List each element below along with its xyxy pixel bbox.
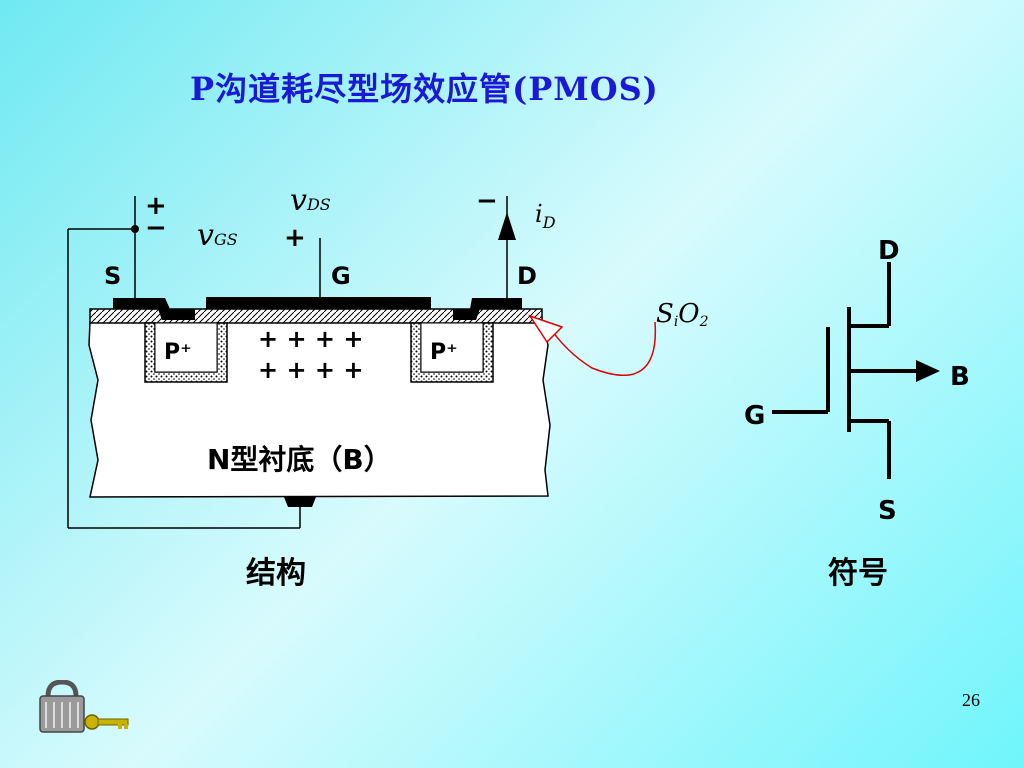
substrate-label: N型衬底（B） bbox=[207, 443, 392, 476]
drain-label: D bbox=[517, 262, 537, 290]
vds-minus-sign: − bbox=[476, 186, 498, 216]
nav-icon[interactable] bbox=[34, 679, 134, 736]
padlock-icon bbox=[39, 679, 85, 733]
vds-label: vDS bbox=[290, 183, 331, 218]
page-number: 26 bbox=[962, 690, 980, 710]
ions-row-1: + + + + bbox=[258, 325, 364, 353]
vds-plus-sign: + bbox=[284, 223, 306, 253]
symbol-caption: 符号 bbox=[828, 556, 888, 591]
gate-label: G bbox=[331, 262, 351, 290]
vgs-minus-sign: − bbox=[145, 213, 167, 243]
body-contact bbox=[284, 497, 316, 507]
id-label: iD bbox=[535, 200, 556, 232]
source-label: S bbox=[104, 262, 121, 290]
key-icon bbox=[84, 714, 129, 730]
substrate-arrow bbox=[916, 360, 940, 382]
p-region-right bbox=[410, 322, 494, 383]
sio2-label: SiO2 bbox=[656, 299, 709, 330]
current-arrow bbox=[498, 212, 516, 240]
sio2-arrowhead bbox=[528, 314, 564, 344]
structure-caption: 结构 bbox=[246, 556, 306, 591]
p-region-left bbox=[144, 322, 228, 383]
p-plus-label-left: P⁺ bbox=[164, 340, 192, 365]
symbol-s-label: S bbox=[878, 496, 897, 526]
slide-title: P沟道耗尽型场效应管(PMOS) bbox=[190, 70, 659, 108]
drain-contact bbox=[453, 298, 522, 320]
pmos-symbol bbox=[772, 262, 918, 479]
vgs-label: vGS bbox=[197, 218, 238, 253]
symbol-g-label: G bbox=[744, 401, 765, 431]
symbol-b-label: B bbox=[950, 362, 970, 392]
source-contact bbox=[113, 298, 195, 320]
vgs-plus-sign: + bbox=[145, 191, 167, 221]
sio2-pointer bbox=[547, 321, 657, 376]
ions-row-2: + + + + bbox=[258, 356, 364, 384]
symbol-d-label: D bbox=[878, 236, 900, 266]
junction-dot bbox=[131, 225, 139, 233]
p-plus-label-right: P⁺ bbox=[430, 340, 458, 365]
gate-contact bbox=[206, 297, 431, 309]
